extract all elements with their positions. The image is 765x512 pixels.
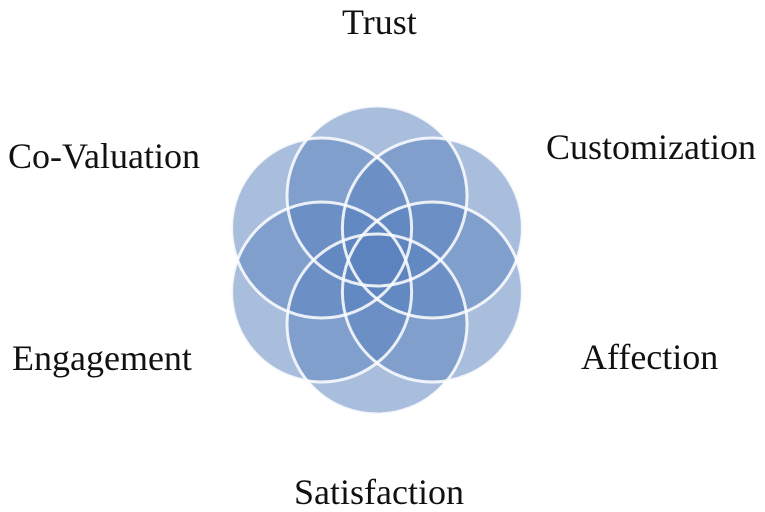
- label-co-valuation: Co-Valuation: [8, 136, 200, 176]
- petal-outline-satisfaction: [285, 232, 469, 416]
- petal-outline-affection: [340, 200, 524, 384]
- petal-outline-customization: [340, 136, 524, 320]
- label-satisfaction: Satisfaction: [294, 472, 464, 512]
- label-engagement: Engagement: [12, 338, 192, 378]
- label-trust: Trust: [342, 2, 417, 42]
- petal-outline-trust: [285, 104, 469, 288]
- petal-outline-co-valuation: [230, 136, 414, 320]
- petal-group: [230, 104, 524, 416]
- label-affection: Affection: [581, 337, 719, 377]
- petal-outline-engagement: [230, 200, 414, 384]
- petal-co-valuation: [231, 138, 412, 318]
- label-customization: Customization: [546, 127, 756, 167]
